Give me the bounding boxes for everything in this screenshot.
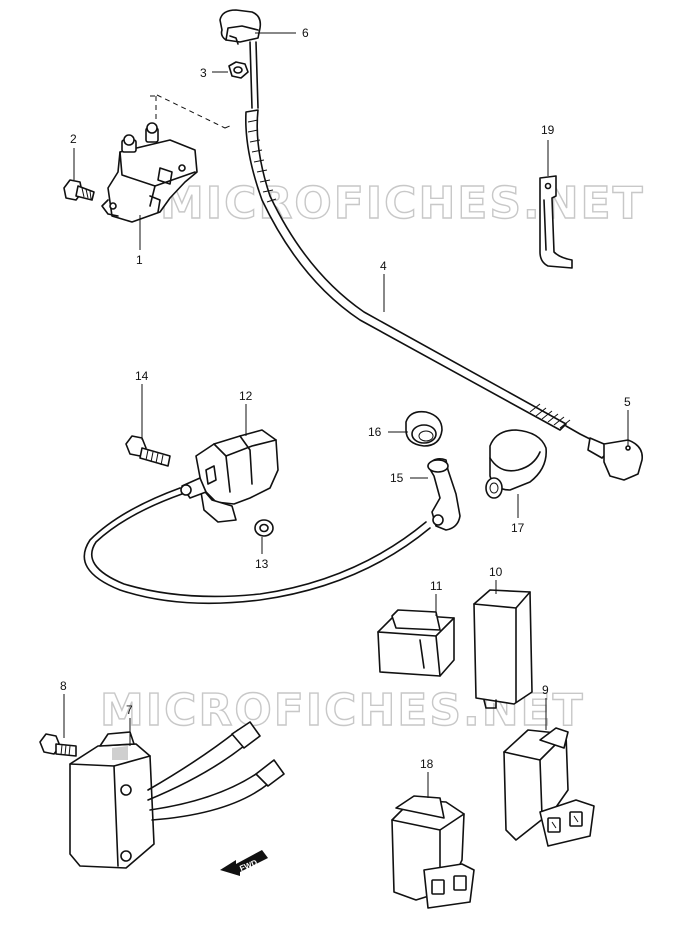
fwd-direction-marker: FWD bbox=[220, 850, 268, 876]
callout-17: 17 bbox=[511, 521, 525, 535]
watermark-top: MICROFICHES.NET bbox=[160, 178, 645, 229]
part-13-washer bbox=[254, 519, 274, 537]
callout-7: 7 bbox=[126, 703, 133, 717]
part-17-boot bbox=[485, 429, 547, 499]
part-14-bolt bbox=[125, 435, 171, 467]
callout-9: 9 bbox=[542, 683, 549, 697]
part-12-ignition-coil bbox=[180, 429, 279, 523]
callout-13: 13 bbox=[255, 557, 269, 571]
part-3-nut bbox=[228, 61, 249, 79]
part-19-bracket bbox=[539, 175, 573, 269]
fwd-label: FWD bbox=[238, 858, 258, 873]
part-5-terminal-cap bbox=[587, 437, 644, 481]
part-12-lead bbox=[83, 487, 431, 605]
part-4-cable bbox=[245, 41, 593, 441]
callout-4: 4 bbox=[380, 259, 387, 273]
part-6-cap bbox=[219, 9, 262, 45]
callout-5: 5 bbox=[624, 395, 631, 409]
callout-numbers: 1 2 3 4 5 6 7 8 9 10 11 12 13 14 15 16 1… bbox=[60, 26, 631, 771]
callout-19: 19 bbox=[541, 123, 555, 137]
part-7-regulator bbox=[69, 721, 285, 869]
callout-6: 6 bbox=[302, 26, 309, 40]
part-10-relay bbox=[473, 589, 533, 709]
callout-14: 14 bbox=[135, 369, 149, 383]
callout-18: 18 bbox=[420, 757, 434, 771]
callout-2: 2 bbox=[70, 132, 77, 146]
part-2-bolt bbox=[63, 179, 95, 201]
part-16-ring bbox=[405, 410, 443, 447]
leader-lines bbox=[63, 32, 629, 798]
part-9-relay bbox=[503, 727, 595, 847]
part-18-relay bbox=[391, 795, 475, 909]
part-1-starter-relay bbox=[101, 122, 198, 223]
callout-10: 10 bbox=[489, 565, 503, 579]
callout-16: 16 bbox=[368, 425, 382, 439]
callout-8: 8 bbox=[60, 679, 67, 693]
part-11-holder bbox=[377, 609, 455, 677]
callout-12: 12 bbox=[239, 389, 253, 403]
callout-11: 11 bbox=[430, 579, 443, 593]
install-line bbox=[150, 94, 233, 129]
callout-15: 15 bbox=[390, 471, 404, 485]
part-8-bolt bbox=[39, 733, 77, 757]
part-15-plug-cap bbox=[427, 458, 461, 531]
callout-1: 1 bbox=[136, 253, 143, 267]
callout-3: 3 bbox=[200, 66, 207, 80]
